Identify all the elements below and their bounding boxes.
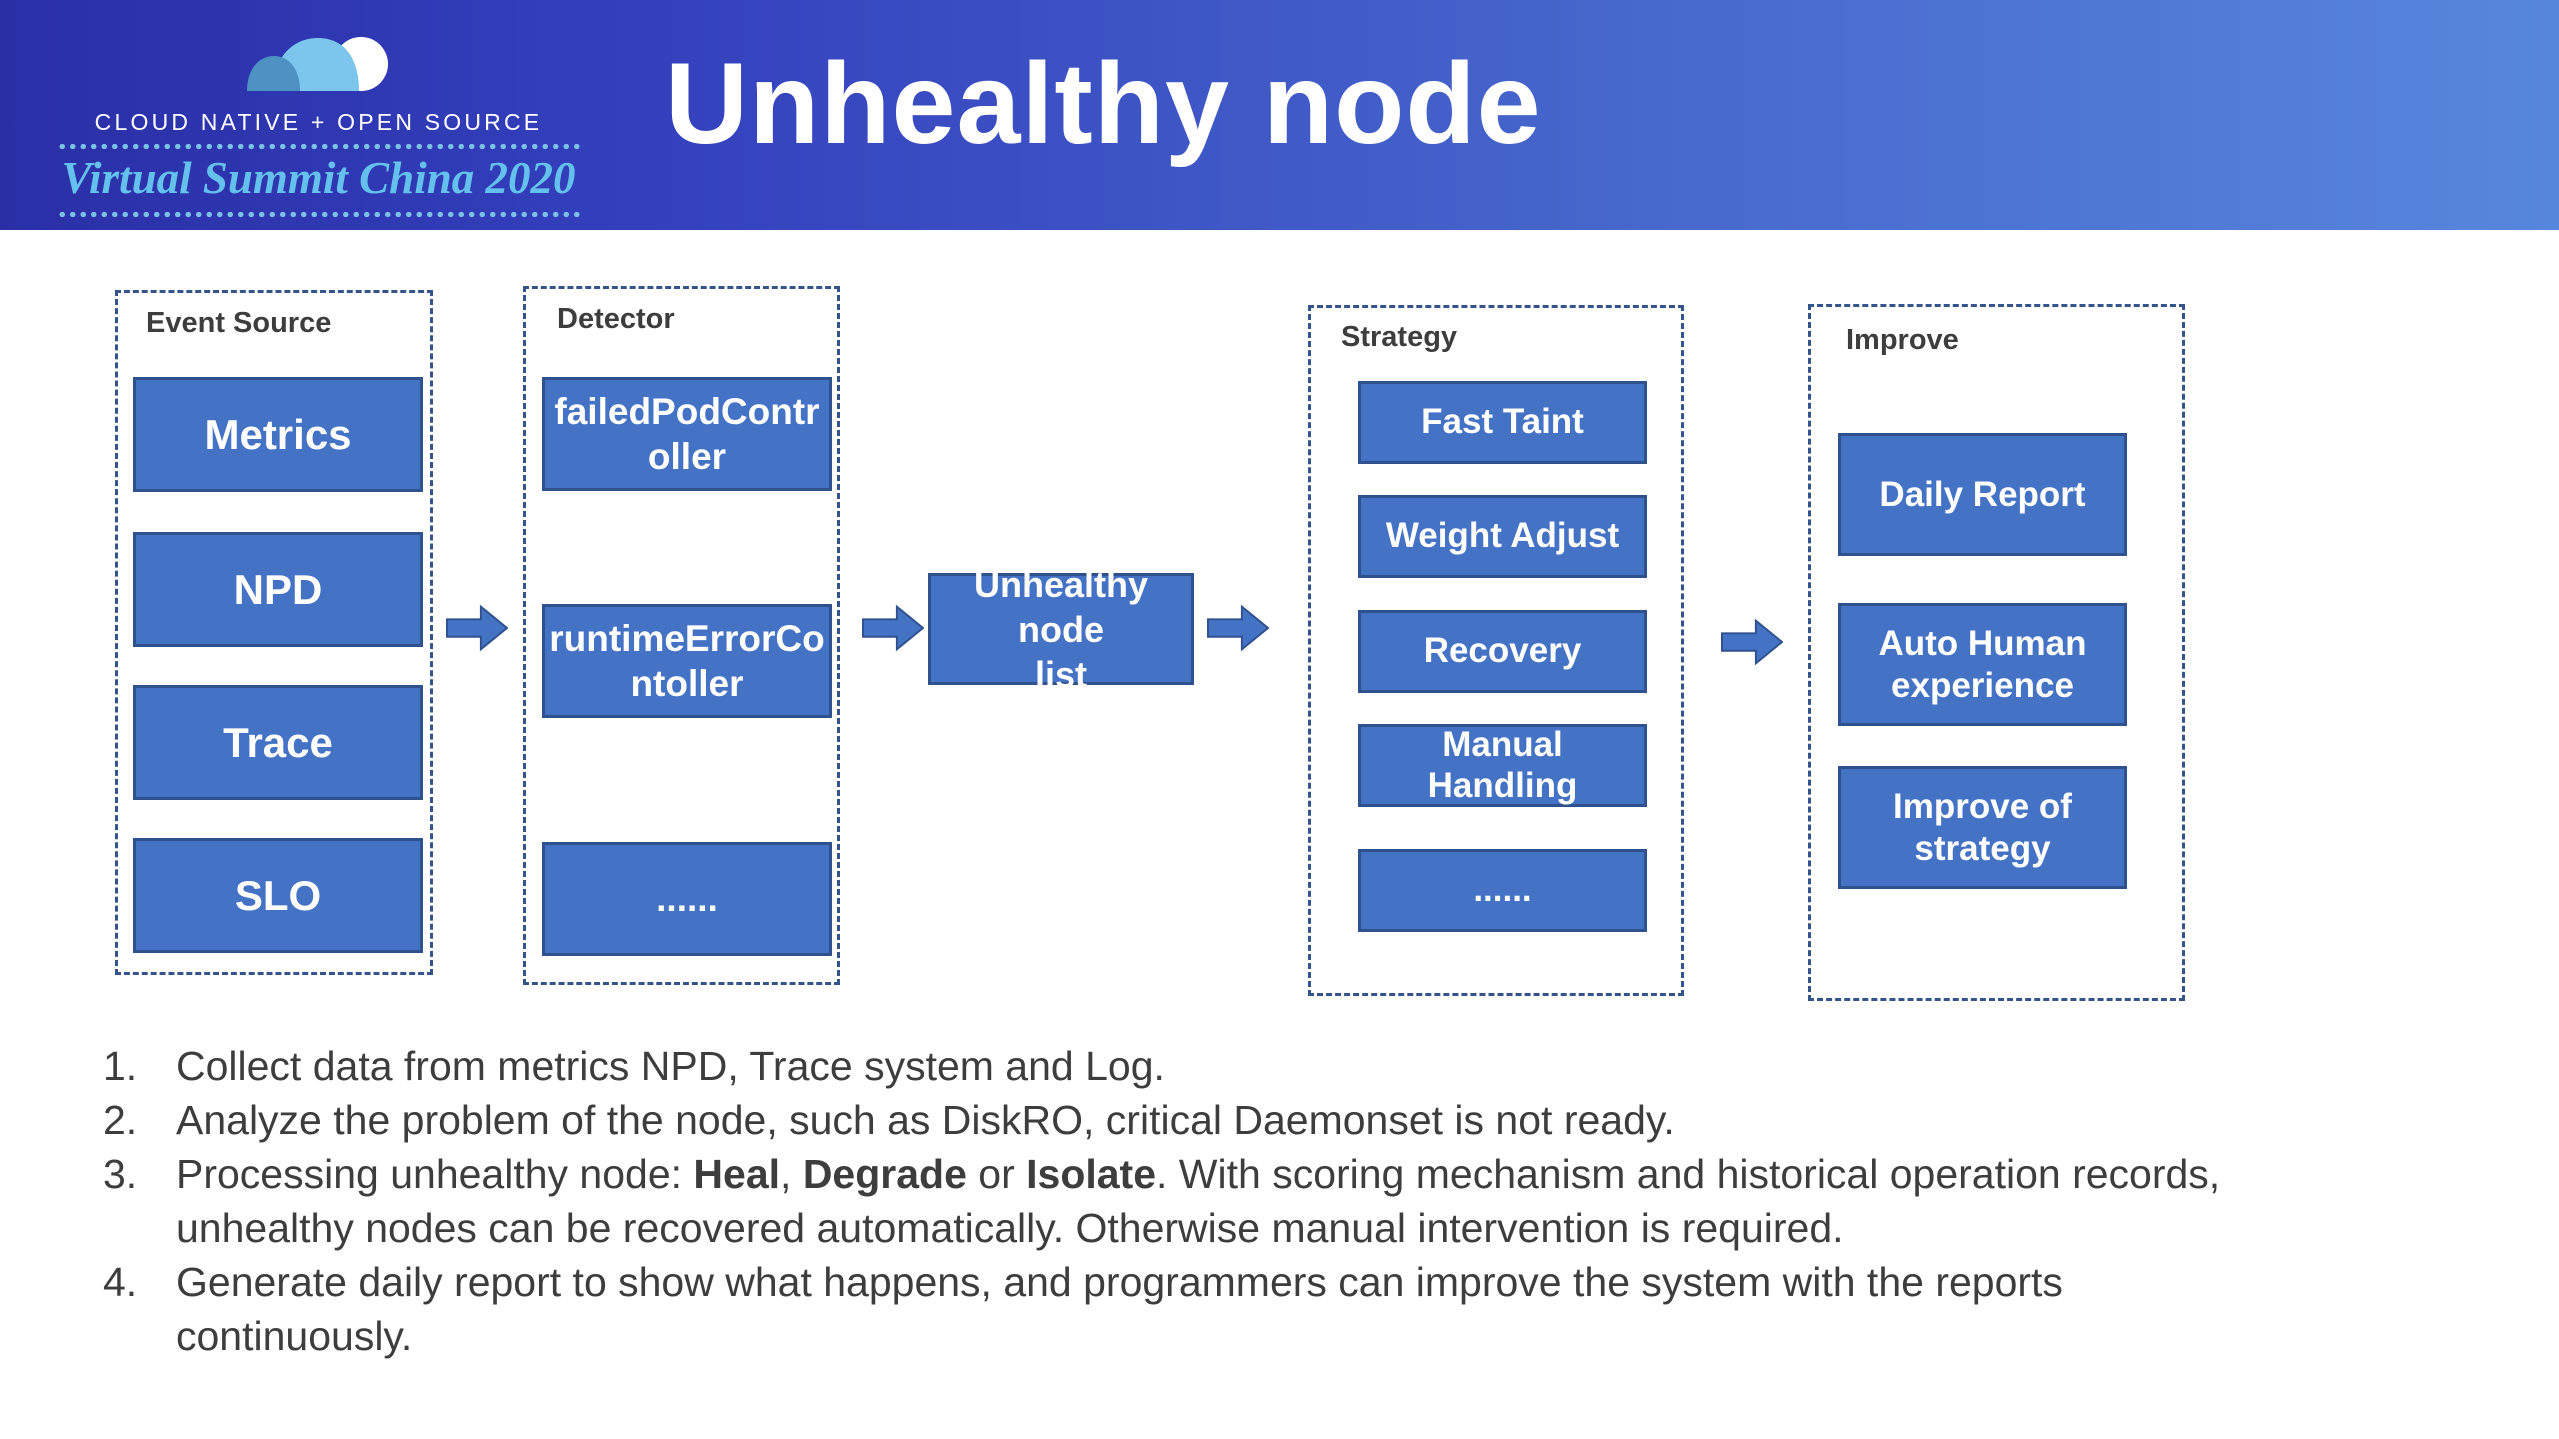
right-arrow-icon xyxy=(1207,604,1269,652)
diagram-node-daily-report: Daily Report xyxy=(1838,433,2127,556)
panel-label: Strategy xyxy=(1341,321,1458,353)
note-number: 1. xyxy=(103,1043,138,1089)
note-text: Generate daily report to show what happe… xyxy=(176,1259,2063,1359)
note-text: Analyze the problem of the node, such as… xyxy=(176,1097,1675,1143)
note-text: Processing unhealthy node: Heal, Degrade… xyxy=(176,1151,2221,1251)
diagram-node-slo: SLO xyxy=(133,838,423,953)
right-arrow-icon xyxy=(1721,618,1783,666)
note-item: 3. Processing unhealthy node: Heal, Degra… xyxy=(103,1147,2473,1255)
note-item: 1. Collect data from metrics NPD, Trace s… xyxy=(103,1039,2473,1093)
note-text: Collect data from metrics NPD, Trace sys… xyxy=(176,1043,1165,1089)
panel-event-source: Event Source Metrics NPD Trace SLO xyxy=(115,290,433,975)
right-arrow-icon xyxy=(862,604,924,652)
panel-label: Event Source xyxy=(146,307,332,339)
note-item: 2. Analyze the problem of the node, such … xyxy=(103,1093,2473,1147)
note-item: 4. Generate daily report to show what hap… xyxy=(103,1255,2473,1363)
diagram-node-ellipsis: ...... xyxy=(1358,849,1647,932)
diagram-node-trace: Trace xyxy=(133,685,423,800)
header-banner: CLOUD NATIVE + OPEN SOURCE Virtual Summi… xyxy=(0,0,2559,230)
note-number: 2. xyxy=(103,1097,138,1143)
note-number: 4. xyxy=(103,1259,138,1305)
right-arrow-icon xyxy=(446,604,508,652)
notes-list: 1. Collect data from metrics NPD, Trace s… xyxy=(103,1039,2473,1363)
brand-text: CLOUD NATIVE + OPEN SOURCE xyxy=(94,109,543,135)
diagram-node-npd: NPD xyxy=(133,532,423,647)
diagram-node-fast-taint: Fast Taint xyxy=(1358,381,1647,464)
panel-strategy: Strategy Fast Taint Weight Adjust Recove… xyxy=(1308,305,1684,996)
brand-event-name: Virtual Summit China 2020 xyxy=(61,153,576,203)
dotted-divider xyxy=(57,143,580,150)
dotted-divider xyxy=(57,211,580,218)
diagram-node-weight-adjust: Weight Adjust xyxy=(1358,495,1647,578)
note-number: 3. xyxy=(103,1151,138,1197)
diagram-node-ellipsis: ...... xyxy=(542,842,832,956)
diagram-node-recovery: Recovery xyxy=(1358,610,1647,693)
panel-label: Detector xyxy=(557,303,675,335)
diagram-node-metrics: Metrics xyxy=(133,377,423,492)
cloud-logo-icon xyxy=(247,37,388,91)
panel-label: Improve xyxy=(1846,324,1959,356)
flow-diagram: Event Source Metrics NPD Trace SLO Detec… xyxy=(0,230,2559,1030)
slide-title: Unhealthy node xyxy=(665,40,1542,168)
